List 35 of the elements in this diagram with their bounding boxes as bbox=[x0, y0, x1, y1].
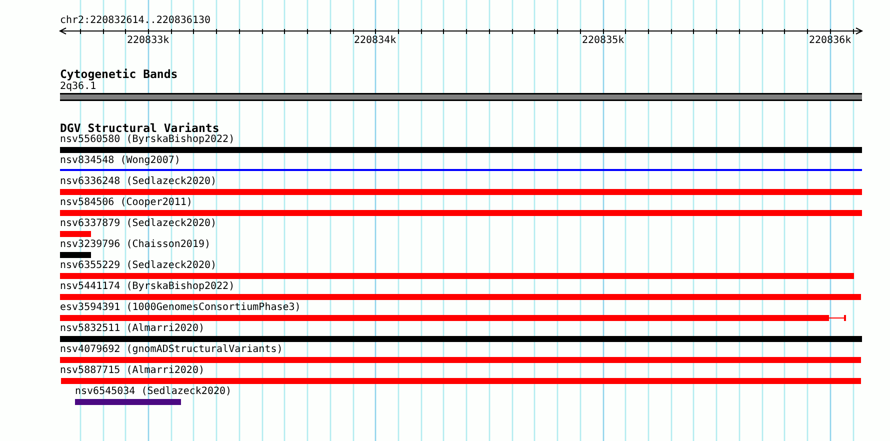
variant-label: nsv5560580 (ByrskaBishop2022) bbox=[60, 134, 235, 146]
variant-bar bbox=[60, 189, 862, 195]
variant-label: nsv4079692 (gnomADStructuralVariants) bbox=[60, 344, 283, 356]
track-title: Cytogenetic Bands bbox=[60, 67, 178, 81]
variant-label: nsv5441174 (ByrskaBishop2022) bbox=[60, 281, 235, 293]
tick-label: 220836k bbox=[809, 35, 852, 47]
tick-label: 220833k bbox=[127, 35, 170, 47]
coordinate-range: chr2:220832614..220836130 bbox=[60, 15, 211, 27]
variant-bar bbox=[60, 210, 862, 216]
band-label: 2q36.1 bbox=[60, 81, 96, 93]
variant-bar bbox=[60, 252, 91, 258]
tick-label: 220834k bbox=[354, 35, 396, 47]
variant-label: nsv5887715 (Almarri2020) bbox=[60, 365, 204, 377]
variant-label: nsv6545034 (Sedlazeck2020) bbox=[75, 386, 232, 398]
track-title: DGV Structural Variants bbox=[60, 121, 220, 135]
tick-label: 220835k bbox=[582, 35, 624, 47]
cytoband-bar bbox=[60, 93, 862, 101]
variant-bar bbox=[75, 399, 181, 405]
variant-label: nsv6355229 (Sedlazeck2020) bbox=[60, 260, 217, 272]
variant-bar bbox=[60, 231, 91, 237]
variant-bar bbox=[60, 357, 861, 363]
variant-label: nsv6336248 (Sedlazeck2020) bbox=[60, 176, 217, 188]
variant-label: nsv834548 (Wong2007) bbox=[60, 155, 180, 167]
variant-bar bbox=[60, 315, 846, 321]
variant-label: nsv5832511 (Almarri2020) bbox=[60, 323, 204, 335]
variant-bar bbox=[60, 273, 854, 279]
variant-bar bbox=[60, 147, 862, 153]
variant-bar bbox=[60, 336, 862, 342]
variant-label: nsv6337879 (Sedlazeck2020) bbox=[60, 218, 217, 230]
variant-label: nsv584506 (Cooper2011) bbox=[60, 197, 192, 209]
variant-bar bbox=[61, 378, 861, 384]
variant-label: nsv3239796 (Chaisson2019) bbox=[60, 239, 211, 251]
variant-bar bbox=[60, 294, 861, 300]
variant-line bbox=[60, 169, 862, 171]
variant-label: esv3594391 (1000GenomesConsortiumPhase3) bbox=[60, 302, 301, 314]
